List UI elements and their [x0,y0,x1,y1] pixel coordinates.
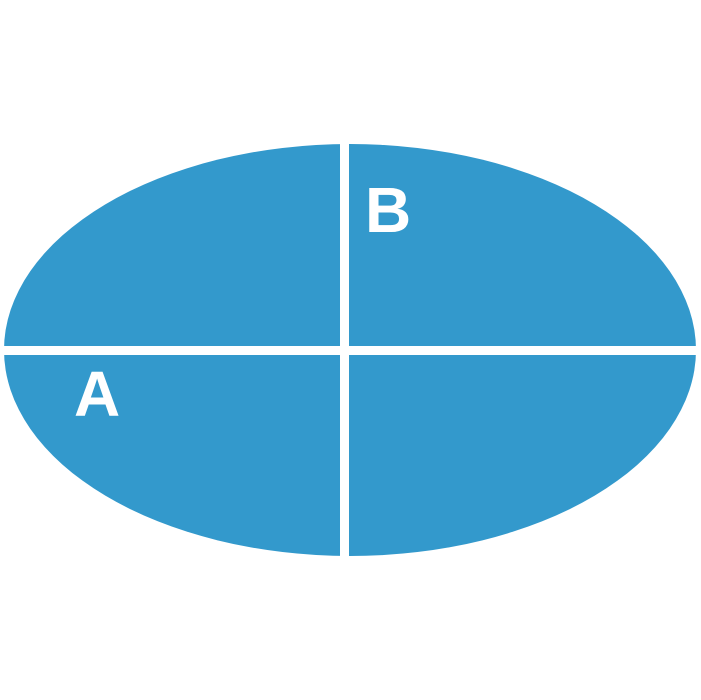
horizontal-divider [0,346,701,355]
label-b: B [365,174,411,246]
label-a: A [74,358,120,430]
